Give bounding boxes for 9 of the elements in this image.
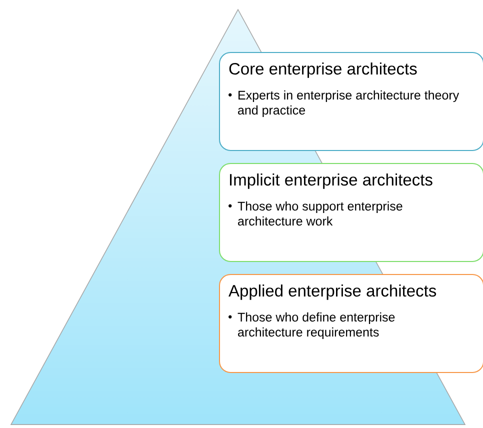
text-box: [219, 163, 483, 262]
box-heading: Applied enterprise architects: [228, 284, 436, 300]
bullet-text: Those who define enterprise architecture requirements: [238, 312, 395, 340]
box-heading: Implicit enterprise architects: [230, 174, 432, 189]
bullet-text: Those who support enterprise architecture work: [238, 201, 402, 226]
text-box: [219, 52, 483, 151]
bullet-text: Experts in enterprise architecture theory and practice: [238, 90, 460, 118]
text-box: [219, 274, 483, 373]
box-heading: Core enterprise architects: [229, 62, 417, 78]
